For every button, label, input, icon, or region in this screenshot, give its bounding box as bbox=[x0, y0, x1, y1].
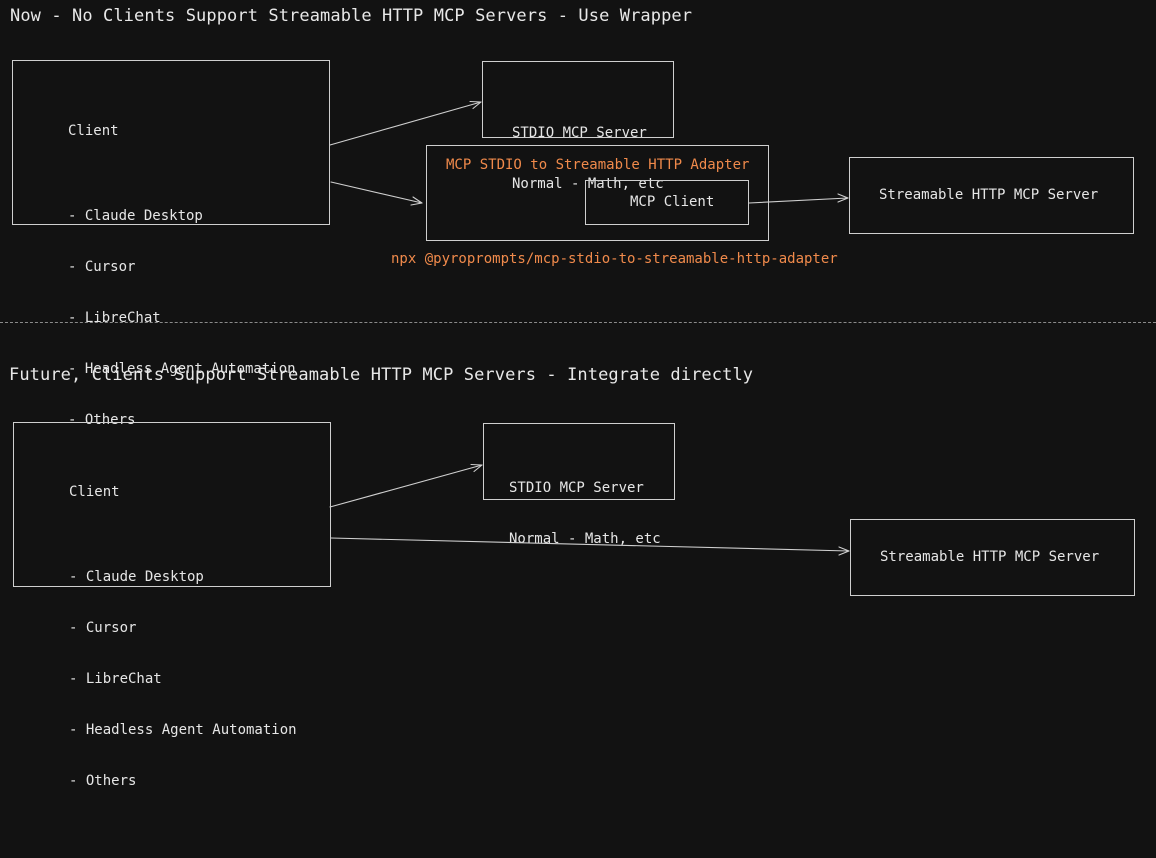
bottom-stdio-server-line1: STDIO MCP Server bbox=[509, 480, 644, 496]
list-item: - LibreChat bbox=[69, 671, 162, 687]
top-section-title: Now - No Clients Support Streamable HTTP… bbox=[10, 6, 693, 26]
list-item: - Cursor bbox=[68, 259, 136, 275]
bottom-http-server-box: Streamable HTTP MCP Server bbox=[850, 519, 1135, 596]
arrow-bottom-client-to-http-server bbox=[330, 537, 850, 556]
top-http-server-box: Streamable HTTP MCP Server bbox=[849, 157, 1134, 234]
arrow-top-client-to-adapter bbox=[330, 181, 423, 206]
list-item: - Cursor bbox=[69, 620, 137, 636]
list-item: - Others bbox=[68, 412, 136, 428]
bottom-client-heading: Client bbox=[69, 484, 120, 500]
arrow-top-client-to-stdio bbox=[329, 100, 482, 146]
section-divider bbox=[0, 322, 1156, 323]
list-item: - Claude Desktop bbox=[68, 208, 203, 224]
top-client-text: Client - Claude Desktop - Cursor - Libre… bbox=[68, 89, 296, 497]
top-client-heading: Client bbox=[68, 123, 119, 139]
list-item: - Headless Agent Automation bbox=[68, 361, 296, 377]
adapter-title: MCP STDIO to Streamable HTTP Adapter bbox=[446, 157, 750, 173]
top-client-list: - Claude Desktop - Cursor - LibreChat - … bbox=[68, 174, 296, 463]
arrow-mcp-client-to-http-server bbox=[748, 193, 849, 204]
bottom-http-server-label: Streamable HTTP MCP Server bbox=[880, 549, 1100, 565]
top-client-box: Client - Claude Desktop - Cursor - Libre… bbox=[12, 60, 330, 428]
arrows-layer bbox=[329, 100, 850, 556]
list-item: - Others bbox=[69, 773, 137, 789]
arrow-bottom-client-to-stdio bbox=[329, 463, 483, 508]
bottom-section-title: Future, Clients Support Streamable HTTP … bbox=[9, 365, 754, 385]
list-item: - Headless Agent Automation bbox=[69, 722, 297, 738]
mcp-client-label: MCP Client bbox=[630, 194, 715, 210]
adapter-box: MCP STDIO to Streamable HTTP Adapter bbox=[426, 145, 769, 241]
npx-command: npx @pyroprompts/mcp-stdio-to-streamable… bbox=[391, 251, 838, 267]
top-http-server-label: Streamable HTTP MCP Server bbox=[879, 187, 1099, 203]
list-item: - Claude Desktop bbox=[69, 569, 204, 585]
top-stdio-server-line1: STDIO MCP Server bbox=[512, 125, 647, 141]
mcp-client-box: MCP Client bbox=[585, 180, 749, 225]
